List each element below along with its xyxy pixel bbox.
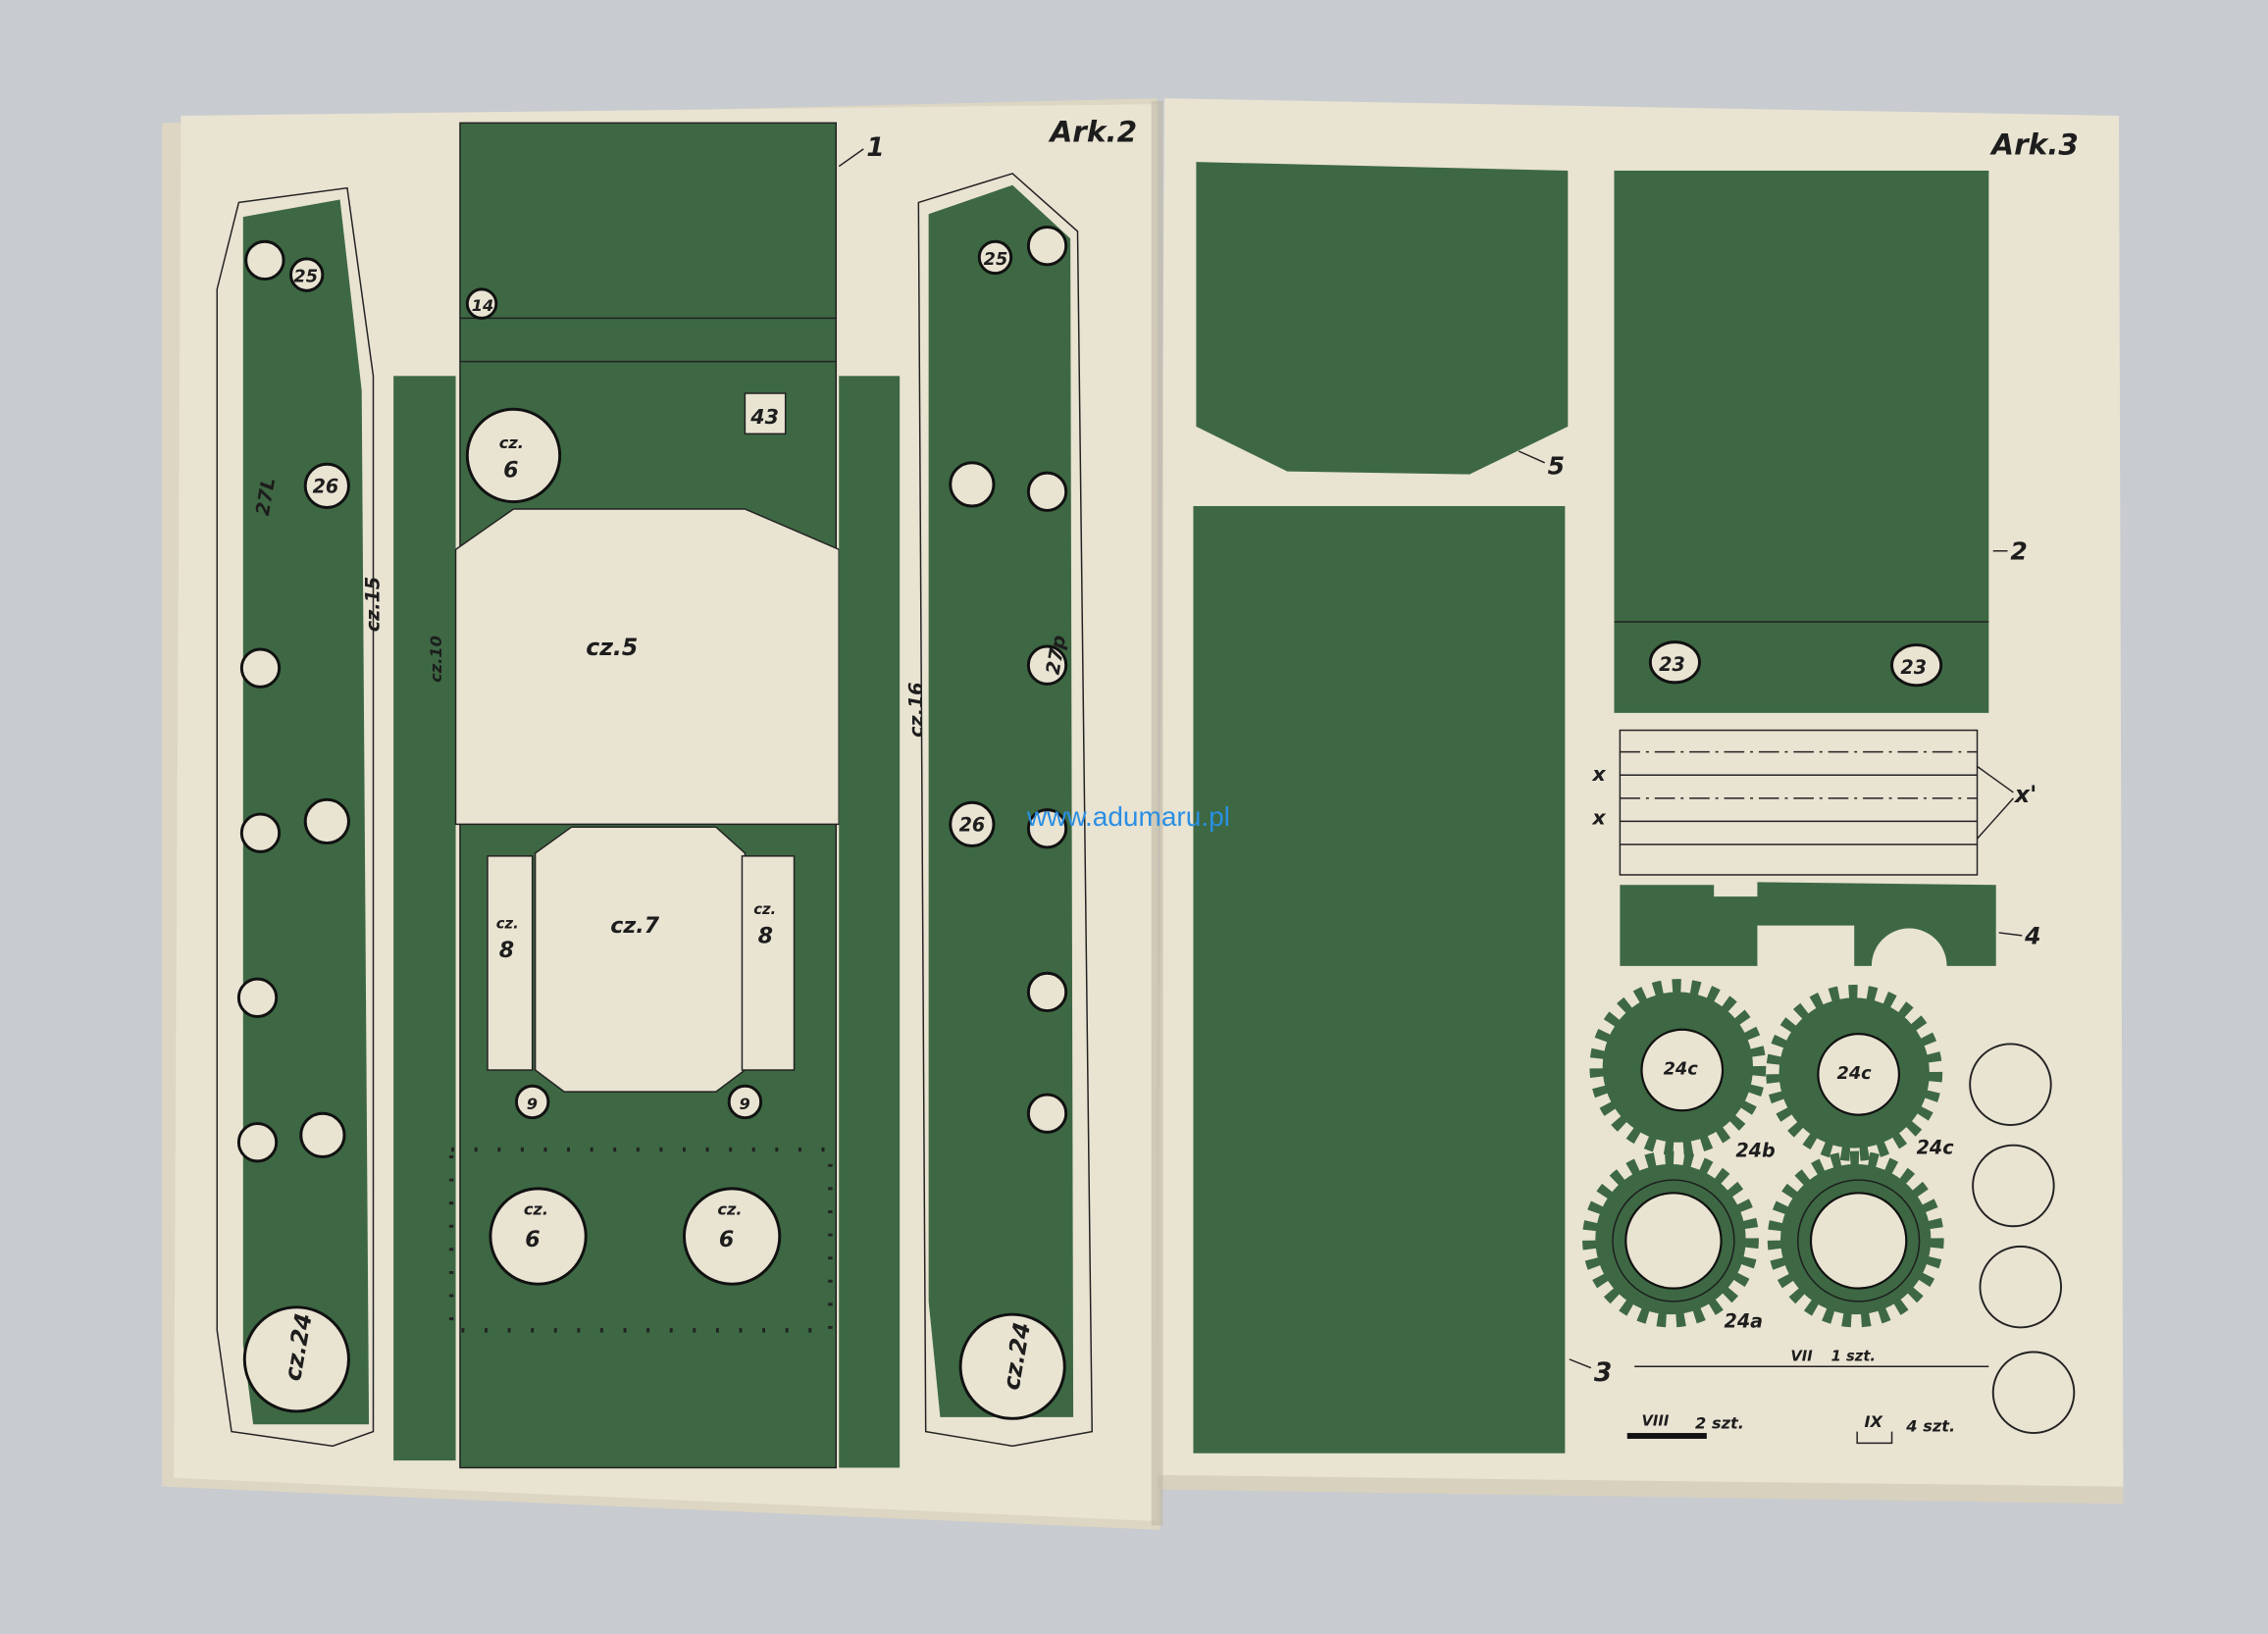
- viii-strip: [1626, 1433, 1707, 1439]
- ix-label: IX: [1865, 1412, 1884, 1431]
- part-26-label: 26: [313, 476, 339, 498]
- sheet-label-ark2: Ark.2: [1048, 115, 1137, 148]
- cz8-label: 8: [499, 938, 514, 963]
- part-5-label: 5: [1548, 452, 1565, 481]
- cz6-label: 6: [503, 458, 518, 484]
- cz15-label: cz.15: [361, 577, 384, 632]
- cz16-strip: [839, 376, 901, 1468]
- part-2-label: 2: [2010, 537, 2027, 566]
- watermark: www.adumaru.pl: [1026, 801, 1230, 832]
- part-24c-label: 24c: [1664, 1059, 1699, 1079]
- cz6-prefix: cz.: [524, 1200, 548, 1218]
- part-24b-label: 24b: [1735, 1139, 1775, 1161]
- cz5-label: cz.5: [586, 634, 638, 661]
- cz8-prefix: cz.: [753, 901, 776, 918]
- left-page: 25 26 27L cz.24 cz.15 cz.10 cz. 6 cz.: [162, 98, 1160, 1530]
- left-track-part: 25 26 27L cz.24: [216, 186, 375, 1448]
- ix-count: 4 szt.: [1905, 1417, 1955, 1436]
- x-strips: [1619, 729, 2014, 876]
- part-9-label: 9: [740, 1095, 750, 1113]
- cz8-prefix: cz.: [496, 916, 519, 933]
- part-25-label: 25: [293, 267, 318, 286]
- vii-label: VII: [1790, 1348, 1813, 1364]
- cz6-prefix: cz.: [499, 434, 524, 452]
- part-24a-label: 24a: [1725, 1309, 1764, 1332]
- cz6-label: 6: [525, 1227, 540, 1252]
- ix-strip: [1856, 1431, 1893, 1445]
- part-4-label: 4: [2024, 923, 2040, 950]
- part-3: [1193, 506, 1566, 1454]
- x-prime-label: x': [2014, 781, 2036, 808]
- part-24c-label: 24c: [1917, 1137, 1955, 1159]
- vii-count: 1 szt.: [1831, 1348, 1876, 1364]
- scissors-mark: x: [1591, 762, 1606, 786]
- part-3-label: 3: [1594, 1357, 1612, 1388]
- right-track-part: 25 26 27p cz.24: [917, 173, 1093, 1448]
- part-25-label: 25: [984, 250, 1008, 270]
- spine: [1151, 101, 1163, 1526]
- cz6-label: 6: [719, 1227, 734, 1252]
- part-26-label: 26: [959, 814, 986, 837]
- part-1-label: 1: [866, 132, 884, 163]
- part-14-label: 14: [472, 296, 494, 315]
- right-page: 5 3 23 23 2 x x x' 4: [1157, 98, 2124, 1505]
- part-9-label: 9: [527, 1095, 538, 1113]
- cz6-prefix: cz.: [717, 1200, 742, 1218]
- cz8-label: 8: [758, 923, 773, 948]
- gear-parts: [1582, 979, 2076, 1435]
- part-2: [1614, 170, 1989, 713]
- cz10-left-label: cz.10: [427, 636, 445, 683]
- part-23-label: 23: [1659, 653, 1685, 676]
- viii-count: 2 szt.: [1695, 1414, 1744, 1433]
- part-5: [1196, 162, 1569, 475]
- hull-part-1: [448, 122, 840, 1469]
- sheet-label-ark3: Ark.3: [1989, 128, 2079, 162]
- cz7-label: cz.7: [610, 913, 659, 939]
- part-43-label: 43: [749, 405, 779, 429]
- scissors-mark: x: [1591, 805, 1606, 829]
- part-23-label: 23: [1900, 656, 1927, 679]
- viii-label: VIII: [1641, 1413, 1669, 1430]
- part-4: [1620, 882, 1996, 966]
- part-24c-label: 24c: [1837, 1064, 1873, 1084]
- cz15-strip: [393, 376, 456, 1461]
